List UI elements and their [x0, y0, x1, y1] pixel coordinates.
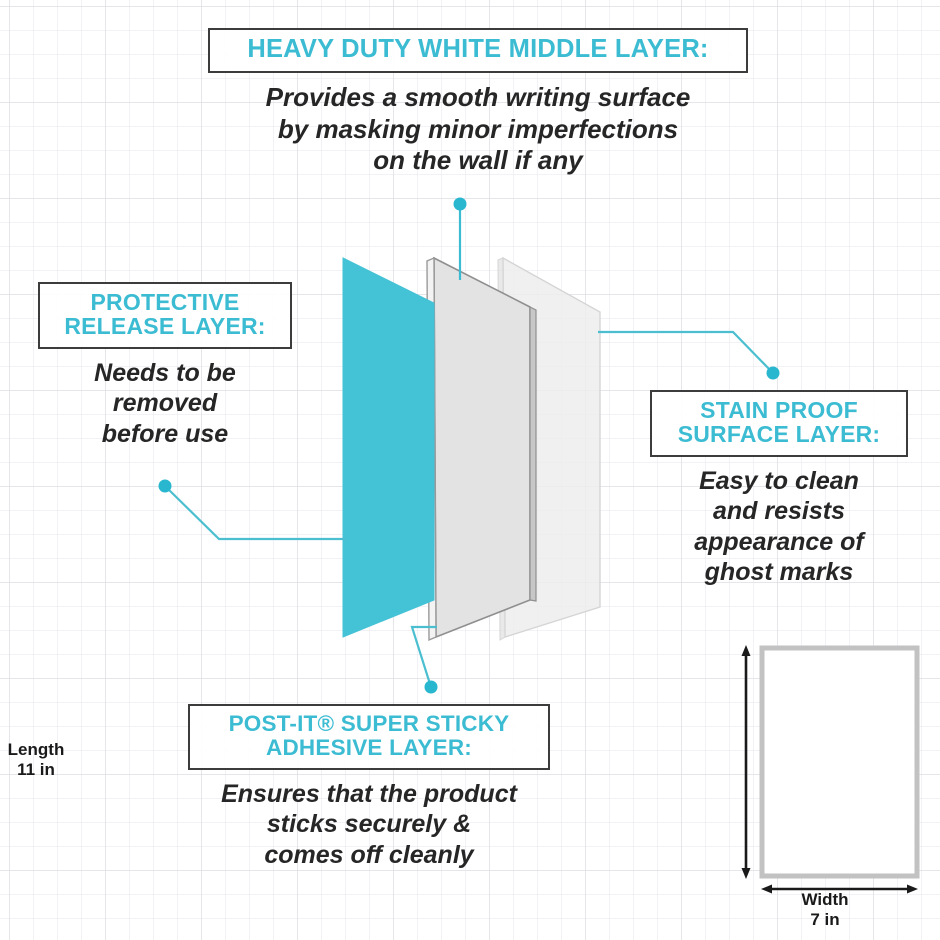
callout-body-line: appearance of: [694, 527, 864, 556]
callout-protective-release-layer: PROTECTIVE RELEASE LAYER: Needs to be re…: [38, 282, 292, 449]
leader-stain-layer: [598, 330, 780, 380]
callout-title-adhesive-layer-line2: ADHESIVE LAYER:: [266, 734, 472, 760]
leader-release-layer: [158, 479, 346, 541]
length-dimension-arrow: [741, 645, 751, 879]
width-label-text: Width: [801, 890, 849, 909]
callout-title-box-adhesive-layer: POST-IT® SUPER STICKY ADHESIVE LAYER:: [188, 704, 550, 770]
callout-body-line: comes off cleanly: [264, 840, 474, 869]
callout-title-stain-layer-line2: SURFACE LAYER:: [677, 421, 881, 448]
width-dimension-label: Width 7 in: [770, 890, 880, 929]
callout-body-stain-layer: Easy to clean and resists appearance of …: [650, 466, 908, 588]
callout-body-line: sticks securely &: [266, 810, 472, 839]
callout-body-line: and resists: [712, 497, 845, 526]
callout-title-box-release-layer: PROTECTIVE RELEASE LAYER:: [38, 282, 292, 349]
callout-title-release-layer-line1: PROTECTIVE: [90, 289, 240, 315]
length-label-text: Length: [7, 740, 65, 759]
leader-middle-layer: [453, 197, 467, 280]
callout-body-line: Ensures that the product: [221, 779, 517, 808]
callout-post-it-super-sticky-adhesive-layer: POST-IT® SUPER STICKY ADHESIVE LAYER: En…: [188, 704, 550, 870]
callout-body-release-layer: Needs to be removed before use: [38, 358, 292, 450]
length-value-text: 11 in: [17, 759, 55, 779]
leader-adhesive-layer: [410, 625, 438, 694]
callout-stain-proof-surface-layer: STAIN PROOF SURFACE LAYER: Easy to clean…: [650, 390, 908, 588]
callout-body-line: ghost marks: [704, 558, 854, 587]
callout-body-line: Provides a smooth writing surface: [265, 82, 691, 113]
callout-body-line: on the wall if any: [373, 145, 583, 176]
callout-body-line: Needs to be: [94, 358, 236, 387]
callout-title-adhesive-layer-line1: POST-IT® SUPER STICKY: [228, 711, 510, 736]
callout-title-middle-layer: HEAVY DUTY WHITE MIDDLE LAYER:: [247, 35, 709, 63]
callout-title-stain-layer-line1: STAIN PROOF: [700, 397, 858, 423]
callout-heavy-duty-white-middle-layer: HEAVY DUTY WHITE MIDDLE LAYER: Provides …: [208, 28, 748, 177]
callout-body-adhesive-layer: Ensures that the product sticks securely…: [188, 779, 550, 871]
callout-body-line: by masking minor imperfections: [277, 113, 679, 144]
callout-title-box-stain-layer: STAIN PROOF SURFACE LAYER:: [650, 390, 908, 457]
callout-body-line: before use: [101, 419, 229, 448]
callout-title-release-layer-line2: RELEASE LAYER:: [64, 313, 266, 340]
layer-protective-release: [342, 257, 435, 638]
callout-body-middle-layer: Provides a smooth writing surface by mas…: [208, 82, 748, 177]
callout-title-box-middle-layer: HEAVY DUTY WHITE MIDDLE LAYER:: [208, 28, 748, 74]
callout-body-line: removed: [112, 389, 218, 418]
callout-body-line: Easy to clean: [699, 466, 859, 495]
length-dimension-label: Length 11 in: [0, 740, 72, 779]
width-dimension-arrow: [761, 884, 918, 894]
dimension-sheet-rect: [759, 645, 920, 879]
width-value-text: 7 in: [810, 909, 840, 929]
